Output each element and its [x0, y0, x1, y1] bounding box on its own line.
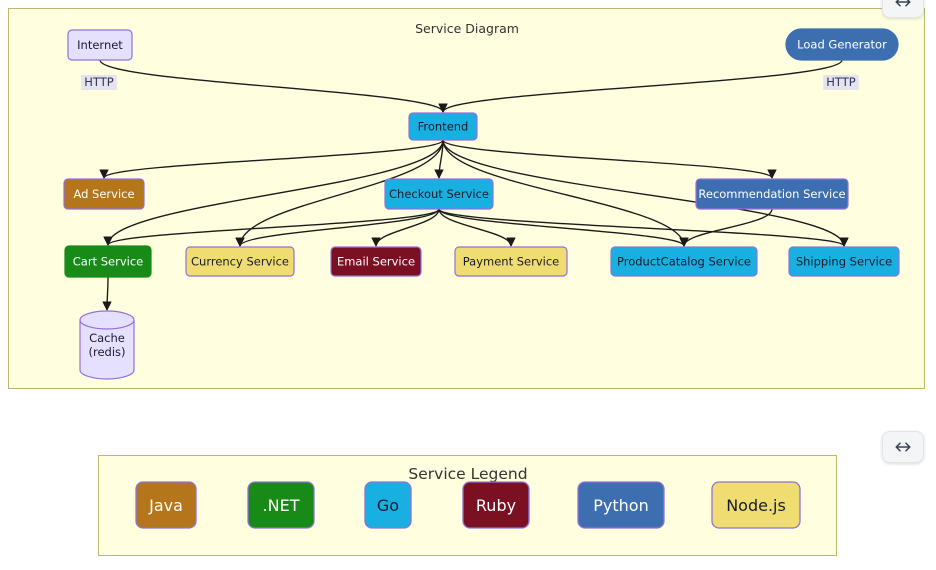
node-checkout[interactable]: Checkout Service	[384, 178, 494, 210]
edge-checkout-to-shipping	[438, 208, 849, 247]
edge-label-text: HTTP	[826, 75, 855, 89]
edge-label-internet-http: HTTP	[81, 75, 117, 90]
edge-frontend-to-adservice	[99, 139, 444, 179]
node-label-recommendation: Recommendation Service	[698, 187, 845, 201]
node-label-payment: Payment Service	[463, 255, 560, 269]
legend-item-dotnet[interactable]: .NET	[247, 481, 315, 529]
node-currency[interactable]: Currency Service	[185, 246, 295, 277]
edge-frontend-to-currency	[235, 139, 444, 247]
node-label-cache: (redis)	[88, 345, 125, 359]
node-label-loadgen: Load Generator	[797, 38, 887, 52]
node-label-productcatalog: ProductCatalog Service	[617, 255, 751, 269]
service-legend-panel: Service Legend Java .NET Go Ruby Python Node.…	[98, 455, 837, 556]
edge-checkout-to-productcatalog	[438, 208, 689, 247]
edge-cart-to-cache	[102, 276, 112, 311]
legend-title: Service Legend	[408, 465, 527, 483]
diagram-title: Service Diagram	[415, 21, 519, 36]
node-shipping[interactable]: Shipping Service	[788, 246, 900, 277]
horizontal-resize-icon	[895, 442, 911, 452]
edge-checkout-to-email	[371, 208, 440, 247]
diagram-edges	[99, 59, 849, 311]
edge-internet-to-frontend	[99, 59, 448, 113]
edge-checkout-to-payment	[438, 208, 516, 247]
legend-item-label-dotnet: .NET	[263, 496, 300, 515]
diagram-edge-labels: HTTP HTTP	[81, 75, 859, 90]
node-internet[interactable]: Internet	[67, 29, 133, 61]
node-label-checkout: Checkout Service	[389, 187, 489, 201]
node-cart[interactable]: Cart Service	[64, 245, 152, 278]
service-diagram-canvas[interactable]: Service Diagram Internet Load GeneratorFr…	[9, 9, 924, 388]
node-loadgen[interactable]: Load Generator	[785, 28, 899, 61]
node-label-adservice: Ad Service	[73, 187, 134, 201]
legend-resize-handle[interactable]	[882, 431, 924, 463]
edge-frontend-to-shipping	[442, 139, 849, 247]
edge-loadgen-to-frontend	[438, 59, 843, 113]
service-legend-canvas[interactable]: Service Legend Java .NET Go Ruby Python Node.…	[99, 456, 836, 555]
edge-checkout-to-currency	[235, 208, 440, 247]
node-label-currency: Currency Service	[191, 255, 289, 269]
node-label-frontend: Frontend	[418, 120, 469, 134]
node-label-cache: Cache	[89, 331, 125, 345]
legend-item-nodejs[interactable]: Node.js	[711, 481, 801, 529]
legend-item-ruby[interactable]: Ruby	[462, 481, 530, 529]
legend-item-label-go: Go	[377, 496, 399, 515]
legend-item-go[interactable]: Go	[364, 481, 412, 529]
edge-recommendation-to-productcatalog	[679, 208, 773, 247]
node-payment[interactable]: Payment Service	[454, 246, 568, 277]
horizontal-resize-icon	[895, 0, 911, 7]
legend-item-label-ruby: Ruby	[476, 496, 516, 515]
edge-frontend-to-cart	[103, 139, 444, 246]
edge-label-loadgen-http: HTTP	[823, 75, 859, 90]
node-email[interactable]: Email Service	[330, 246, 422, 277]
node-productcatalog[interactable]: ProductCatalog Service	[610, 246, 758, 277]
edge-label-text: HTTP	[84, 75, 113, 89]
legend-item-java[interactable]: Java	[135, 481, 197, 529]
legend-item-python[interactable]: Python	[577, 481, 665, 529]
node-label-shipping: Shipping Service	[796, 255, 892, 269]
legend-item-label-nodejs: Node.js	[726, 496, 786, 515]
node-label-email: Email Service	[337, 255, 415, 269]
node-label-internet: Internet	[77, 38, 123, 52]
legend-item-label-python: Python	[593, 496, 648, 515]
diagram-resize-handle[interactable]	[882, 0, 924, 18]
edge-frontend-to-recommendation	[442, 139, 777, 179]
edge-checkout-to-cart	[103, 208, 440, 246]
legend-item-label-java: Java	[148, 496, 183, 515]
node-frontend[interactable]: Frontend	[408, 112, 478, 141]
node-adservice[interactable]: Ad Service	[63, 178, 145, 210]
node-label-cart: Cart Service	[73, 255, 143, 269]
node-cache[interactable]: Cache(redis)	[79, 310, 135, 380]
node-recommendation[interactable]: Recommendation Service	[695, 178, 849, 210]
legend-items: Java .NET Go Ruby Python Node.js	[135, 481, 801, 529]
